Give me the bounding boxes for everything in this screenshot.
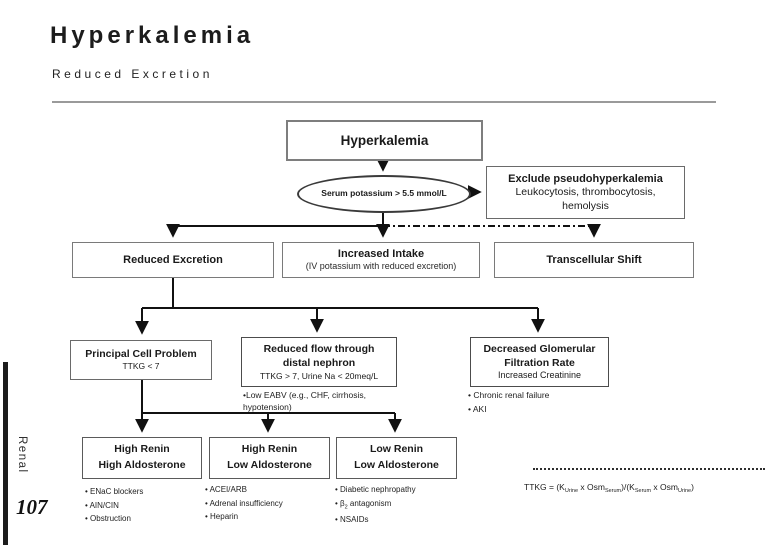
formula-subscript: Serum — [604, 488, 622, 494]
formula-subscript: Serum — [634, 488, 652, 494]
renin-line1: High Renin — [241, 443, 298, 456]
page-subtitle: Reduced Excretion — [52, 67, 213, 81]
cause-item-beta2: • β2 antagonism — [335, 497, 416, 513]
beta-rest: antagonism — [347, 498, 392, 508]
gfr-title-line1: Decreased Glomerular — [483, 342, 596, 355]
chapter-label: Renal — [16, 436, 28, 474]
node-exclude-pseudohyperkalemia: Exclude pseudohyperkalemia Leukocytosis,… — [486, 166, 685, 219]
node-reduced-flow-distal-nephron: Reduced flow through distal nephron TTKG… — [241, 337, 397, 387]
chapter-tab-marker — [3, 362, 8, 545]
header-rule — [52, 101, 716, 103]
increased-intake-title: Increased Intake — [337, 248, 425, 260]
gfr-note-item: • Chronic renal failure — [468, 390, 550, 400]
node-hyperkalemia: Hyperkalemia — [286, 120, 483, 161]
formula-part: x Osm — [651, 482, 678, 492]
cause-item: • AIN/CIN — [85, 500, 119, 510]
reduced-flow-note-line2: hypotension) — [243, 402, 292, 413]
principal-title: Principal Cell Problem — [85, 347, 197, 360]
renin-line2: Low Aldosterone — [354, 459, 439, 471]
node-decreased-gfr: Decreased Glomerular Filtration Rate Inc… — [470, 337, 609, 387]
gfr-note-item: • AKI — [468, 404, 487, 415]
exclude-line2: hemolysis — [562, 199, 609, 212]
node-principal-cell-problem: Principal Cell Problem TTKG < 7 — [70, 340, 212, 380]
reduced-flow-sub: TTKG > 7, Urine Na < 20meq/L — [259, 370, 379, 381]
causes-list-acei: • ACEI/ARB • Adrenal insufficiency • Hep… — [205, 483, 283, 524]
node-transcellular-shift: Transcellular Shift — [494, 242, 694, 278]
causes-list-diabetic: • Diabetic nephropathy • β2 antagonism •… — [335, 483, 416, 526]
formula-subscript: Urine — [564, 488, 579, 494]
formula-subscript: Urine — [677, 488, 692, 494]
principal-sub: TTKG < 7 — [122, 361, 160, 372]
node-high-renin-low-aldosterone: High Renin Low Aldosterone — [209, 437, 330, 479]
cause-item: • ACEI/ARB — [205, 485, 247, 494]
gfr-sub: Increased Creatinine — [497, 370, 582, 381]
cause-item: • Heparin — [205, 512, 239, 522]
formula-part: x Osm — [578, 482, 605, 492]
formula-part: )/(K — [621, 482, 635, 492]
increased-intake-sub: (IV potassium with reduced excretion) — [305, 261, 457, 272]
reduced-flow-note-line1: •Low EABV (e.g., CHF, cirrhosis, — [243, 390, 366, 400]
beta-base: • β — [335, 498, 345, 508]
node-serum-potassium-criterion: Serum potassium > 5.5 mmol/L — [297, 175, 471, 213]
formula-part: TTKG = (K — [524, 482, 565, 492]
beta-subscript: 2 — [344, 504, 348, 511]
exclude-title: Exclude pseudohyperkalemia — [508, 172, 663, 185]
exclude-line1: Leukocytosis, thrombocytosis, — [515, 186, 656, 198]
renin-line2: Low Aldosterone — [227, 459, 312, 471]
page-number: 107 — [16, 495, 48, 519]
cause-item: • Obstruction — [85, 514, 131, 524]
renin-line1: High Renin — [114, 443, 170, 456]
reduced-flow-title-line2: distal nephron — [282, 357, 356, 370]
cause-item: • Diabetic nephropathy — [335, 485, 416, 494]
reduced-flow-note: •Low EABV (e.g., CHF, cirrhosis, hypoten… — [243, 389, 401, 414]
causes-list-enac: • ENaC blockers • AIN/CIN • Obstruction — [85, 485, 143, 526]
page-title: Hyperkalemia — [50, 22, 255, 49]
node-low-renin-low-aldosterone: Low Renin Low Aldosterone — [336, 437, 457, 479]
formula-dotted-rule — [533, 468, 765, 470]
renin-line2: High Aldosterone — [98, 459, 186, 471]
formula-part: ) — [691, 482, 694, 492]
reduced-flow-title-line1: Reduced flow through — [263, 343, 375, 356]
node-high-renin-high-aldosterone: High Renin High Aldosterone — [82, 437, 202, 479]
cause-item: • Adrenal insufficiency — [205, 498, 283, 508]
cause-item: • NSAIDs — [335, 514, 369, 524]
gfr-notes: • Chronic renal failure • AKI — [468, 388, 549, 417]
node-reduced-excretion: Reduced Excretion — [72, 242, 274, 278]
gfr-title-line2: Filtration Rate — [504, 357, 575, 370]
node-increased-intake: Increased Intake (IV potassium with redu… — [282, 242, 480, 278]
renin-line1: Low Renin — [369, 443, 424, 456]
cause-item: • ENaC blockers — [85, 487, 144, 496]
ttkg-formula: TTKG = (KUrine x OsmSerum)/(KSerum x Osm… — [524, 482, 694, 494]
